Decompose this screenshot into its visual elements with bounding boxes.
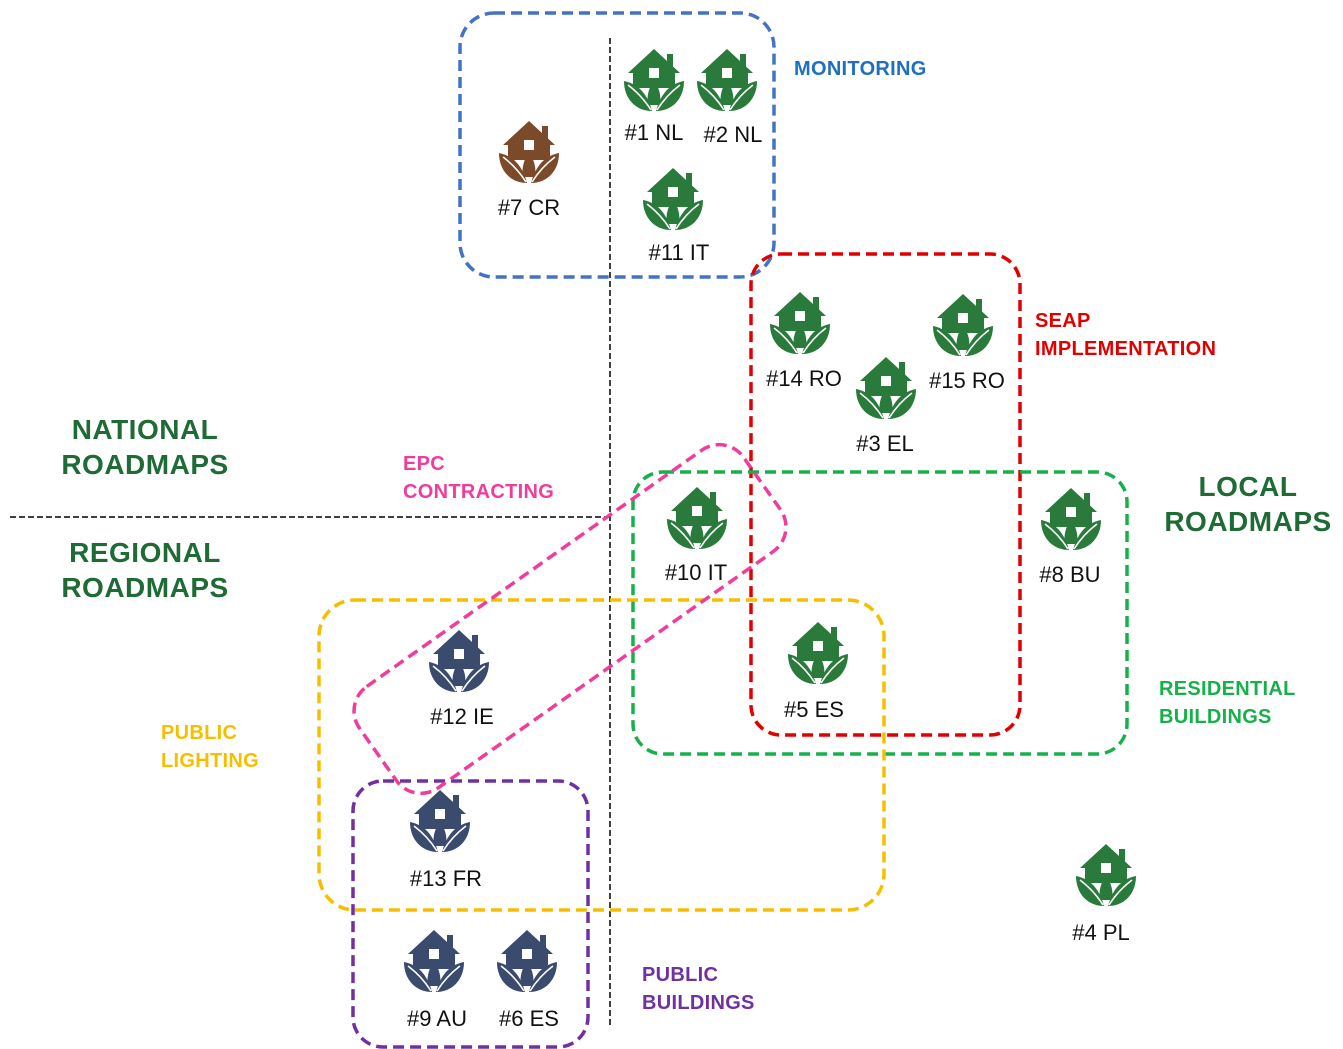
pilot-label-9-au: #9 AU	[407, 1006, 467, 1031]
pilot-label-4-pl: #4 PL	[1072, 920, 1130, 945]
house-leaf-icon	[1040, 487, 1102, 551]
house-leaf-icon	[428, 629, 490, 693]
public-buildings-label: PUBLIC BUILDINGS	[642, 964, 755, 1014]
pilot-label-15-ro: #15 RO	[929, 368, 1005, 393]
residential-buildings-label: RESIDENTIAL BUILDINGS	[1159, 678, 1296, 728]
house-leaf-icon	[932, 293, 994, 357]
pilot-label-8-bu: #8 BU	[1039, 562, 1101, 587]
epc-contracting-label: EPC CONTRACTING	[403, 453, 555, 503]
house-leaf-icon	[1075, 843, 1137, 907]
seap-implementation-label: SEAP IMPLEMENTATION	[1035, 310, 1217, 360]
house-leaf-icon	[409, 789, 471, 853]
house-leaf-icon	[642, 167, 704, 231]
public-buildings-box	[351, 779, 590, 1049]
pilot-label-12-ie: #12 IE	[430, 704, 494, 729]
pilot-label-13-fr: #13 FR	[409, 866, 483, 891]
lighting-box	[317, 598, 886, 912]
pilot-label-3-el: #3 EL	[856, 431, 914, 456]
pilot-label-11-it: #11 IT	[648, 240, 710, 265]
regional-roadmaps-label: REGIONAL ROADMAPS	[61, 537, 229, 603]
house-leaf-icon	[696, 48, 758, 112]
pilot-label-5-es: #5 ES	[784, 697, 844, 722]
house-leaf-icon	[855, 356, 917, 420]
house-leaf-icon	[403, 929, 465, 993]
house-leaf-icon	[623, 48, 685, 112]
pilot-label-1-nl: #1 NL	[624, 120, 684, 145]
monitoring-box	[458, 11, 776, 279]
house-leaf-icon	[769, 291, 831, 355]
pilot-label-7-cr: #7 CR	[497, 195, 561, 220]
public-lighting-label: PUBLIC LIGHTING	[161, 722, 259, 772]
pilot-label-14-ro: #14 RO	[766, 366, 842, 391]
house-leaf-icon	[666, 486, 728, 550]
monitoring-label: MONITORING	[794, 58, 927, 80]
seap-box	[749, 252, 1022, 737]
pilot-label-10-it: #10 IT	[664, 560, 728, 585]
house-leaf-icon	[496, 929, 558, 993]
house-leaf-icon	[498, 120, 560, 184]
pilot-label-2-nl: #2 NL	[703, 122, 763, 147]
pilot-label-6-es: #6 ES	[499, 1006, 559, 1031]
house-leaf-icon	[787, 621, 849, 685]
epc-box	[352, 442, 788, 796]
national-roadmaps-label: NATIONAL ROADMAPS	[61, 414, 229, 480]
local-roadmaps-label: LOCAL ROADMAPS	[1164, 471, 1332, 537]
